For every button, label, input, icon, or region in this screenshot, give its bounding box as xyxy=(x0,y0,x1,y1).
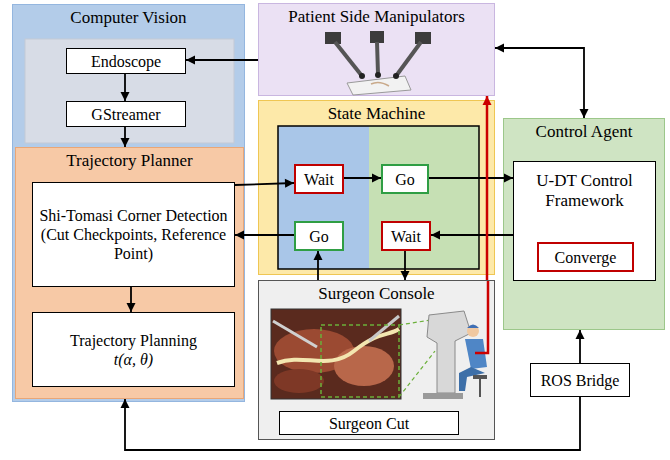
process-box: Surgeon Cut xyxy=(279,411,459,435)
process-box: Trajectory Planningt(α, θ) xyxy=(32,312,235,387)
arrow-head xyxy=(576,330,585,339)
connector-line xyxy=(429,177,513,179)
arrow-head xyxy=(431,231,440,240)
connector xyxy=(429,174,513,183)
arrow-head xyxy=(495,44,504,53)
connector xyxy=(431,231,513,240)
box-label: t(α, θ) xyxy=(114,350,153,369)
group-panel: Control AgentU-DT Control FrameworkConve… xyxy=(503,118,665,330)
box-label: Surgeon Cut xyxy=(329,414,409,433)
connector-line xyxy=(125,397,580,450)
panel-title: Control Agent xyxy=(504,119,664,142)
connector-line xyxy=(186,59,258,61)
box-label: Go xyxy=(309,227,329,246)
state-box: Go xyxy=(381,164,429,194)
state-box: Go xyxy=(294,221,344,251)
process-box: Shi-Tomasi Corner Detection (Cut Checkpo… xyxy=(32,182,235,287)
state-box: Wait xyxy=(294,164,344,194)
connector xyxy=(495,44,589,119)
connector xyxy=(235,179,294,188)
box-label: Converge xyxy=(555,248,617,267)
group-panel: State MachineWaitGoGoWait xyxy=(258,100,495,275)
box-label: GStreamer xyxy=(91,105,160,124)
box-label: Wait xyxy=(304,170,334,189)
panel-title: Trajectory Planner xyxy=(16,148,243,171)
group-panel: Surgeon ConsoleSurgeon Cut xyxy=(258,280,495,440)
connector xyxy=(127,287,136,312)
arrow-head xyxy=(127,303,136,312)
connector xyxy=(121,74,130,101)
panel-title: U-DT Control Framework xyxy=(514,168,655,211)
panel-title: Computer Vision xyxy=(13,5,244,28)
connector-line xyxy=(486,96,489,280)
box-label: Endoscope xyxy=(91,52,161,71)
connector-line xyxy=(495,48,584,118)
arrow-head xyxy=(504,174,513,183)
connector xyxy=(235,231,294,240)
connector xyxy=(186,56,258,65)
group-panel: Patient Side Manipulators xyxy=(258,3,495,96)
panel-title: Patient Side Manipulators xyxy=(259,4,494,27)
arrow-head xyxy=(121,138,130,147)
panel-title: State Machine xyxy=(259,101,494,124)
framework-box: U-DT Control FrameworkConverge xyxy=(513,161,656,281)
connector xyxy=(483,96,492,280)
box-label: Shi-Tomasi Corner Detection (Cut Checkpo… xyxy=(37,206,230,263)
state-box: Converge xyxy=(537,242,634,272)
box-label: Trajectory Planning xyxy=(70,331,197,350)
box-label: Wait xyxy=(391,227,421,246)
arrow-head xyxy=(235,231,244,240)
connector xyxy=(121,127,130,147)
group-panel: Computer VisionEndoscopeGStreamerTraject… xyxy=(12,4,245,402)
arrow-head xyxy=(186,56,195,65)
arrow-head xyxy=(121,399,130,408)
arrow-head xyxy=(285,179,294,188)
arrow-head xyxy=(121,92,130,101)
group-panel: Trajectory PlannerShi-Tomasi Corner Dete… xyxy=(15,147,244,399)
process-box: GStreamer xyxy=(66,101,186,127)
connector-line xyxy=(431,234,513,236)
process-box: ROS Bridge xyxy=(530,363,630,397)
arrow-head xyxy=(483,96,492,105)
connector xyxy=(314,251,323,280)
state-box: Wait xyxy=(381,221,431,251)
process-box: Endoscope xyxy=(66,48,186,74)
arrow-head xyxy=(580,109,589,118)
box-label: ROS Bridge xyxy=(541,371,620,390)
arrow-head xyxy=(372,174,381,183)
box-label: Go xyxy=(395,170,415,189)
arrow-head xyxy=(314,251,323,260)
connector xyxy=(344,174,381,183)
connector xyxy=(576,330,585,363)
connector xyxy=(401,251,410,280)
arrow-head xyxy=(401,271,410,280)
connector xyxy=(121,397,581,450)
panel-title: Surgeon Console xyxy=(259,281,494,304)
